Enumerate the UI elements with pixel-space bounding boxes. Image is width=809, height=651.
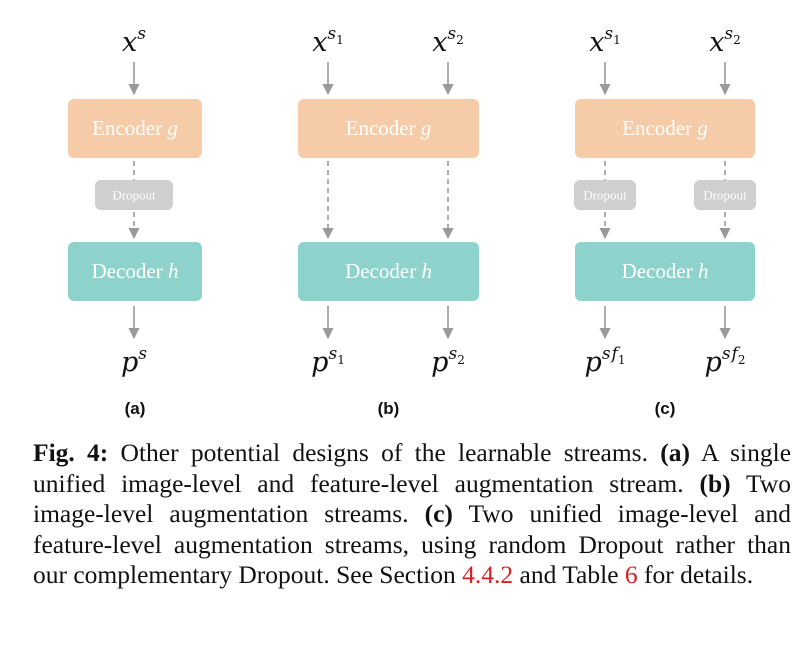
encoder-label-c: Encoder g [622,116,708,140]
input-symbol-c-1: xs1 [589,24,621,58]
output-symbol-c-1: psf1 [585,344,626,378]
decoder-label-b: Decoder h [345,259,432,283]
caption-b-tag: (b) [699,468,731,498]
panel-label-a: (a) [125,399,146,418]
caption-a-text: A single unified image-level and feature… [33,438,792,498]
input-symbol-b-1: xs1 [312,24,344,58]
output-symbol-b-2: ps2 [431,344,465,378]
panel-label-c: (c) [655,399,676,418]
table-ref-link[interactable]: 6 [624,560,638,589]
input-symbol-b-2: xs2 [432,24,464,58]
input-symbol-c-2: xs2 [709,24,741,58]
encoder-label-b: Encoder g [346,116,432,140]
dropout-label-c-2: Dropout [703,188,747,203]
decoder-box-c [575,242,755,301]
caption-c-text: Two unified image-level and feature-leve… [33,499,791,589]
dropout-box-c-1 [574,180,636,210]
output-symbol-b-1: ps1 [311,344,345,378]
dropout-label-a-1: Dropout [112,188,156,203]
panel-label-b: (b) [378,399,400,418]
encoder-box-b [298,99,479,158]
encoder-label-a: Encoder g [92,116,178,140]
caption-c-tag: (c) [424,499,453,528]
caption-fig-label: Fig. 4: [33,438,109,467]
decoder-label-c: Decoder h [622,259,709,283]
output-symbol-a-1: ps [121,344,147,378]
figure-caption: Fig. 4: Other potential designs of the l… [33,438,791,591]
output-symbol-c-2: psf2 [705,344,746,378]
caption-intro: Other potential designs of the learnable… [108,438,661,467]
encoder-box-a [68,99,202,158]
dropout-box-c-2 [694,180,756,210]
decoder-box-a [68,242,202,301]
decoder-label-a: Decoder h [92,259,179,283]
caption-b-text: Two image-level augmentation streams. [33,468,791,529]
caption-end: for details. [637,560,754,589]
input-symbol-a-1: xs [122,24,146,58]
dropout-box-a-1 [95,180,173,210]
decoder-box-b [298,242,479,301]
encoder-box-c [575,99,755,158]
dropout-label-c-1: Dropout [583,188,627,203]
section-ref-link[interactable]: 4.4.2 [462,560,514,589]
caption-mid: and Table [513,560,625,589]
caption-a-tag: (a) [660,438,690,467]
